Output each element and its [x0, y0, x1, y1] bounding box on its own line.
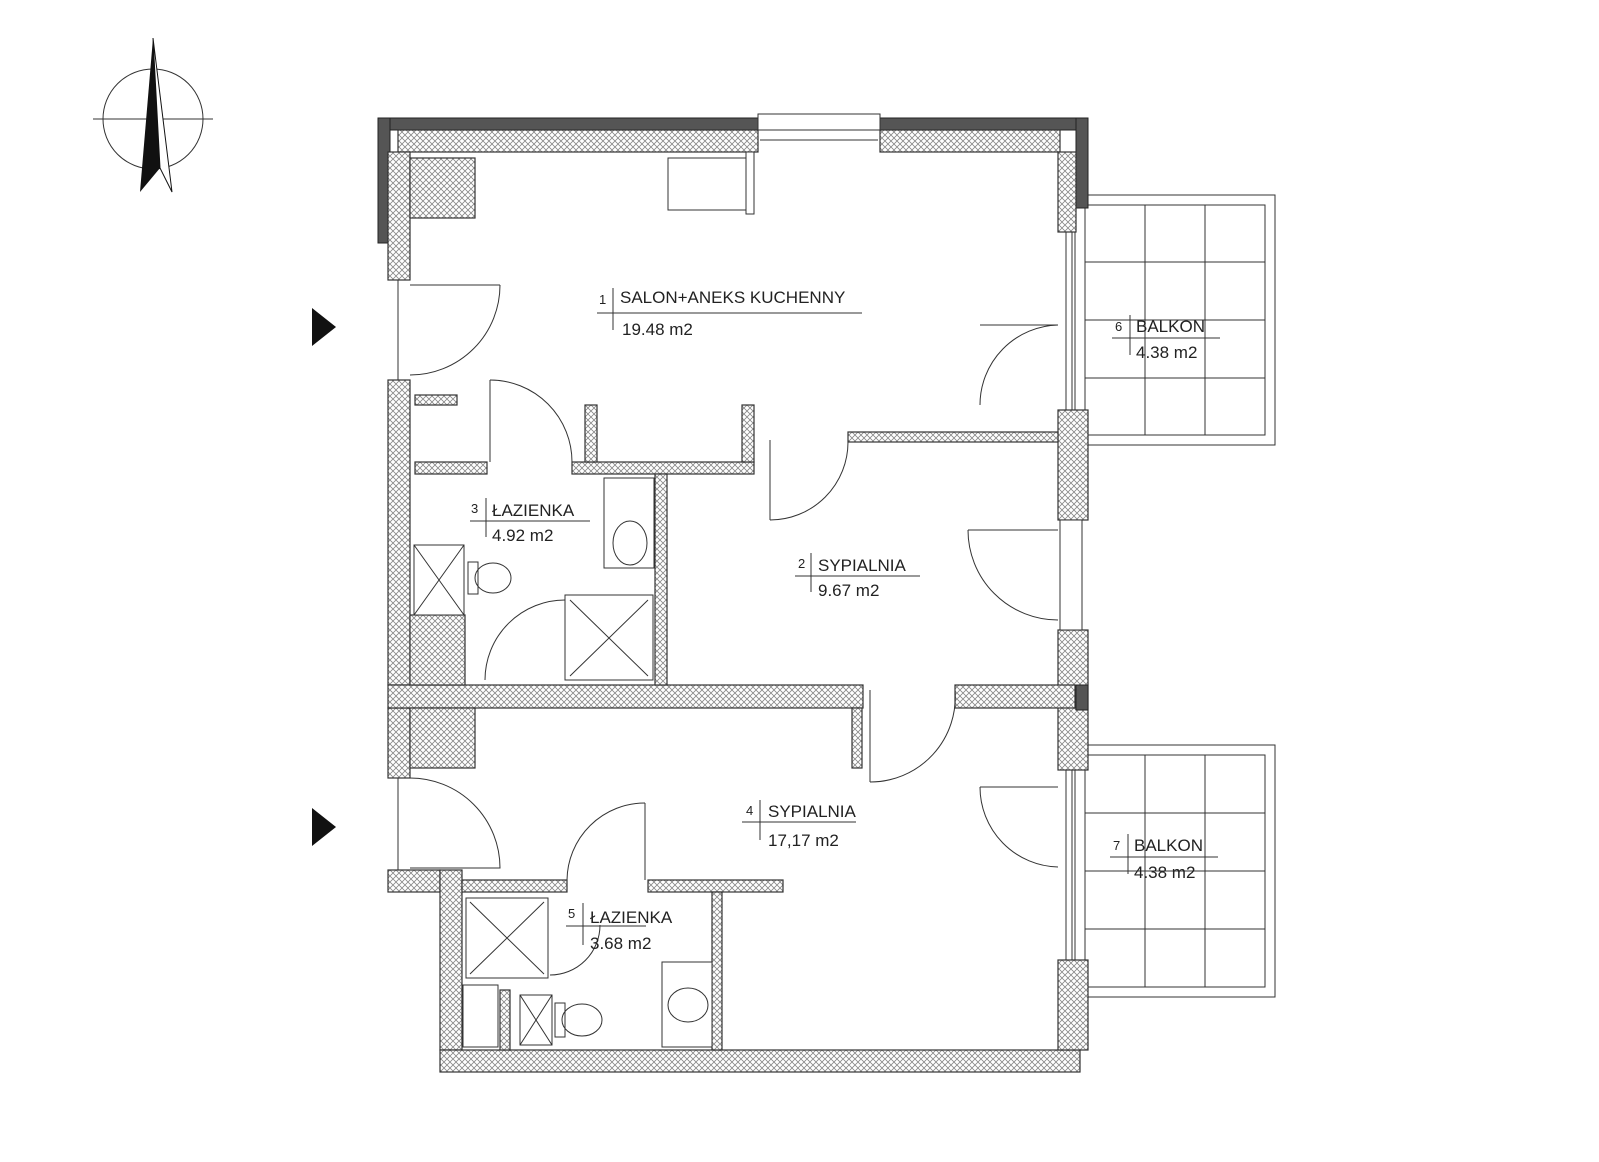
entrance-arrow-icon: [312, 308, 336, 346]
svg-text:4.92 m2: 4.92 m2: [492, 526, 553, 545]
svg-text:4: 4: [746, 803, 753, 818]
svg-text:SYPIALNIA: SYPIALNIA: [768, 802, 857, 821]
svg-text:9.67 m2: 9.67 m2: [818, 581, 879, 600]
svg-text:3: 3: [471, 501, 478, 516]
svg-text:2: 2: [798, 556, 805, 571]
svg-text:7: 7: [1113, 838, 1120, 853]
svg-text:1: 1: [599, 292, 606, 307]
inner-walls: [387, 157, 1076, 1051]
svg-text:5: 5: [568, 906, 575, 921]
toilet-icon: [467, 561, 603, 1038]
svg-text:ŁAZIENKA: ŁAZIENKA: [590, 908, 673, 927]
svg-text:4.38 m2: 4.38 m2: [1136, 343, 1197, 362]
entrance-arrow-icon: [312, 808, 336, 846]
room-label-3: 3 ŁAZIENKA 4.92 m2: [470, 498, 590, 545]
svg-text:4.38 m2: 4.38 m2: [1134, 863, 1195, 882]
room-label-2: 2 SYPIALNIA 9.67 m2: [795, 553, 920, 600]
doors: [409, 284, 1059, 976]
svg-text:ŁAZIENKA: ŁAZIENKA: [492, 501, 575, 520]
kitchen-sink-icon: [667, 157, 747, 211]
room-label-4: 4 SYPIALNIA 17,17 m2: [742, 800, 857, 850]
washbasin-icon: [603, 477, 713, 1048]
svg-text:19.48 m2: 19.48 m2: [622, 320, 693, 339]
boiler-icon: [462, 984, 499, 1048]
svg-text:6: 6: [1115, 319, 1122, 334]
svg-text:SALON+ANEKS KUCHENNY: SALON+ANEKS KUCHENNY: [620, 288, 845, 307]
svg-text:3.68 m2: 3.68 m2: [590, 934, 651, 953]
fixtures: [413, 151, 755, 1048]
svg-text:17,17 m2: 17,17 m2: [768, 831, 839, 850]
balcony-6: [1074, 194, 1276, 446]
room-label-7: 7 BALKON 4.38 m2: [1110, 834, 1218, 882]
outer-walls: [377, 113, 1089, 1073]
svg-text:BALKON: BALKON: [1136, 317, 1205, 336]
room-label-6: 6 BALKON 4.38 m2: [1112, 315, 1220, 362]
shower-icon: [413, 544, 654, 1046]
svg-text:BALKON: BALKON: [1134, 836, 1203, 855]
room-label-1: 1 SALON+ANEKS KUCHENNY 19.48 m2: [597, 288, 862, 339]
north-arrow-icon: [93, 37, 213, 193]
balcony-7: [1074, 744, 1276, 998]
svg-text:SYPIALNIA: SYPIALNIA: [818, 556, 907, 575]
room-label-5: 5 ŁAZIENKA 3.68 m2: [566, 903, 673, 953]
